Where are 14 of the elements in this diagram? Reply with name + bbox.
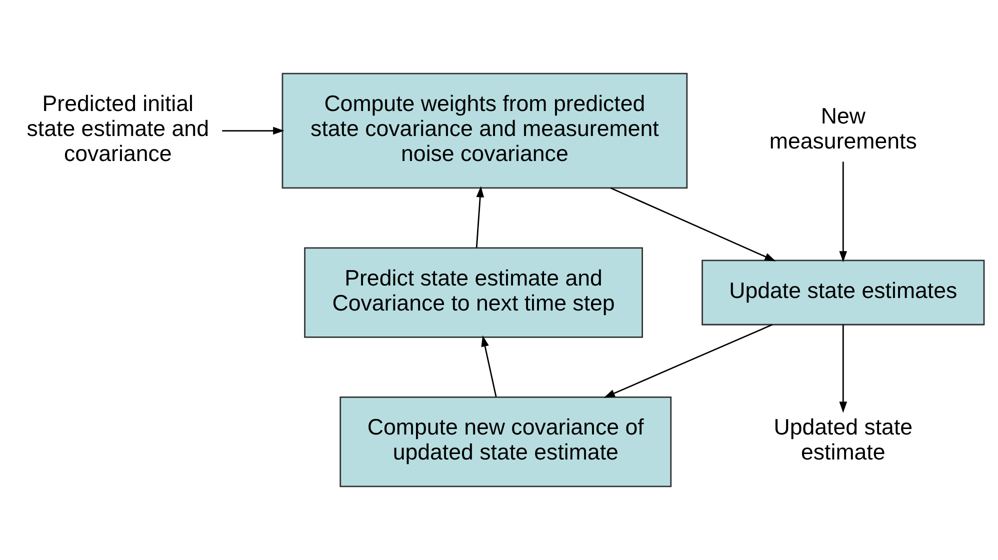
node-text: Predicted initial state estimate and covariance <box>26 90 209 166</box>
node-box: Update state estimates <box>702 260 985 326</box>
node-box: Compute weights from predicted state covariance and measurement noise covariance <box>282 72 688 189</box>
arrow <box>610 187 776 262</box>
arrow <box>476 186 484 248</box>
node-text: New measurements <box>769 104 917 154</box>
arrow <box>222 126 284 135</box>
node-text: Updated state estimate <box>774 414 913 465</box>
arrow <box>481 335 497 397</box>
arrow <box>839 324 848 413</box>
arrow <box>604 324 773 398</box>
arrow <box>839 162 848 262</box>
node-box: Predict state estimate and Covariance to next time step <box>304 247 643 338</box>
node-box: Compute new covariance of updated state estimate <box>340 396 672 488</box>
